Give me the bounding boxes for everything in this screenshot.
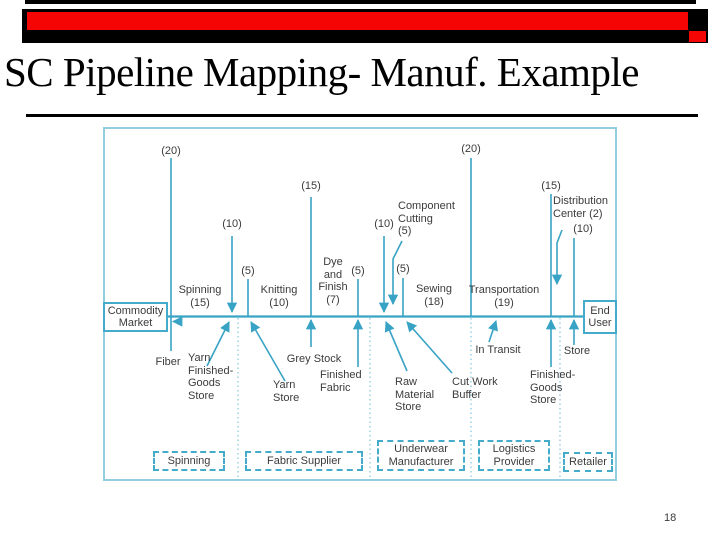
header-red-square <box>689 31 706 42</box>
org-fabric-supplier: Fabric Supplier <box>245 451 363 471</box>
org-logistics-provider: Logistics Provider <box>478 440 550 471</box>
org-retailer: Retailer <box>563 452 613 472</box>
process-distribution-center: Distribution Center (2) <box>553 195 609 220</box>
stock-finished-goods-store: Finished- Goods Store <box>530 369 576 406</box>
end-user-box: End User <box>583 300 617 334</box>
commodity-market-box: Commodity Market <box>103 302 168 332</box>
stock-yarn-finished-goods-store: Yarn Finished- Goods Store <box>188 352 234 402</box>
process-transportation: Transportation (19) <box>468 284 540 309</box>
title-underline <box>26 114 698 117</box>
leadtime-10-yarn: (10) <box>222 218 242 230</box>
stock-fiber: Fiber <box>155 356 181 368</box>
process-component-cutting: Component Cutting (5) <box>398 200 455 237</box>
process-sewing: Sewing (18) <box>415 283 453 308</box>
process-knitting: Knitting (10) <box>260 284 298 309</box>
leadtime-10-raw: (10) <box>374 218 394 230</box>
leadtime-5-fabric: (5) <box>351 265 365 277</box>
stock-grey-stock: Grey Stock <box>286 353 342 365</box>
org-spinning: Spinning <box>153 451 225 471</box>
diagram-frame <box>103 127 617 481</box>
leadtime-20-fiber: (20) <box>161 145 181 157</box>
process-spinning: Spinning (15) <box>178 284 222 309</box>
leadtime-15-fgs: (15) <box>541 180 561 192</box>
process-dye-and-finish: Dye and Finish (7) <box>318 256 348 306</box>
stock-finished-fabric: Finished Fabric <box>320 369 362 394</box>
stock-in-transit: In Transit <box>475 344 521 356</box>
stock-cut-work-buffer: Cut Work Buffer <box>452 376 498 401</box>
header-top-line <box>25 0 696 4</box>
slide-title: SC Pipeline Mapping- Manuf. Example <box>4 49 640 95</box>
leadtime-10-store: (10) <box>573 223 593 235</box>
stock-raw-material-store: Raw Material Store <box>395 376 435 413</box>
stock-yarn-store: Yarn Store <box>273 379 300 404</box>
leadtime-15-grey: (15) <box>301 180 321 192</box>
leadtime-5-yarn: (5) <box>241 265 255 277</box>
leadtime-20-transit: (20) <box>461 143 481 155</box>
page-number: 18 <box>664 512 677 524</box>
stock-store: Store <box>563 345 591 357</box>
leadtime-5-cutwork: (5) <box>396 263 410 275</box>
header-red-bar <box>27 12 688 30</box>
org-underwear-manufacturer: Underwear Manufacturer <box>377 440 465 471</box>
